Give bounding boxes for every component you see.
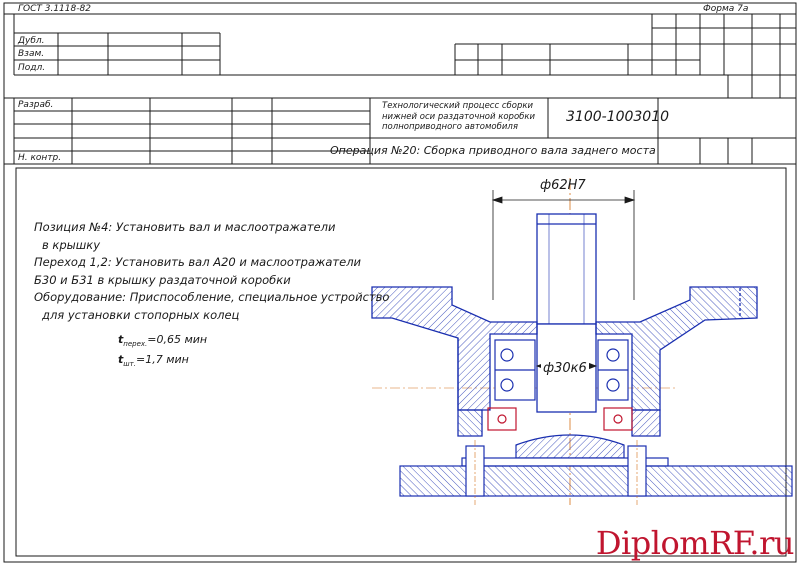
fixture bbox=[399, 434, 793, 505]
shaft bbox=[536, 213, 597, 413]
dim-inner-label: ф30к6 bbox=[541, 361, 589, 376]
seal-right bbox=[603, 407, 633, 431]
process-title: Технологический процесс сборки нижней ос… bbox=[382, 101, 535, 133]
instruction-line: для установки стопорных колец bbox=[42, 307, 240, 322]
vzam-label: Взам. bbox=[18, 49, 45, 59]
standard-label: ГОСТ 3.1118-82 bbox=[18, 4, 91, 14]
podl-label: Подл. bbox=[18, 63, 46, 73]
sheet-frame bbox=[3, 2, 797, 563]
instruction-line: Б30 и Б31 в крышку раздаточной коробки bbox=[34, 272, 291, 287]
t1-symbol: t bbox=[118, 333, 124, 346]
instruction-line: Переход 1,2: Установить вал А20 и маслоо… bbox=[34, 255, 362, 269]
bearing-right bbox=[597, 339, 629, 401]
instruction-line: Позиция №4: Установить вал и маслоотража… bbox=[34, 220, 336, 234]
n-kontr-label: Н. контр. bbox=[18, 153, 62, 163]
bearing-left bbox=[494, 339, 536, 401]
watermark-logo: DiplomRF.ru bbox=[595, 524, 795, 562]
instruction-line: Оборудование: Приспособление, специально… bbox=[34, 290, 390, 304]
t2-value: =1,7 мин bbox=[135, 353, 189, 366]
process-title-line-2: нижней оси раздаточной коробки bbox=[382, 111, 536, 122]
dim-outer-label: ф62Н7 bbox=[540, 178, 586, 193]
t2-symbol: t bbox=[118, 353, 124, 366]
form-label: Форма 7а bbox=[703, 4, 749, 14]
document-number: 3100-1003010 bbox=[566, 109, 670, 125]
t1-value: =0,65 мин bbox=[147, 333, 208, 346]
dubl-label: Дубл. bbox=[18, 36, 45, 46]
razrab-label: Разраб. bbox=[18, 100, 54, 110]
process-title-line-1: Технологический процесс сборки bbox=[382, 101, 534, 111]
t1-subscript: перех. bbox=[123, 340, 148, 349]
housing-left bbox=[371, 286, 538, 437]
dimension-outer bbox=[491, 190, 636, 300]
process-title-line-3: полноприводного автомобиля bbox=[382, 122, 518, 132]
instructions-block: Позиция №4: Установить вал и маслоотража… bbox=[34, 219, 389, 324]
instruction-line: в крышку bbox=[42, 237, 101, 252]
piece-time: tшт.=1,7 мин bbox=[118, 353, 189, 368]
t2-subscript: шт. bbox=[123, 360, 136, 369]
operation-title: Операция №20: Сборка приводного вала зад… bbox=[330, 144, 656, 157]
seal-left bbox=[487, 407, 517, 431]
transition-time: tперех.=0,65 мин bbox=[118, 333, 207, 348]
housing-right bbox=[595, 286, 758, 437]
